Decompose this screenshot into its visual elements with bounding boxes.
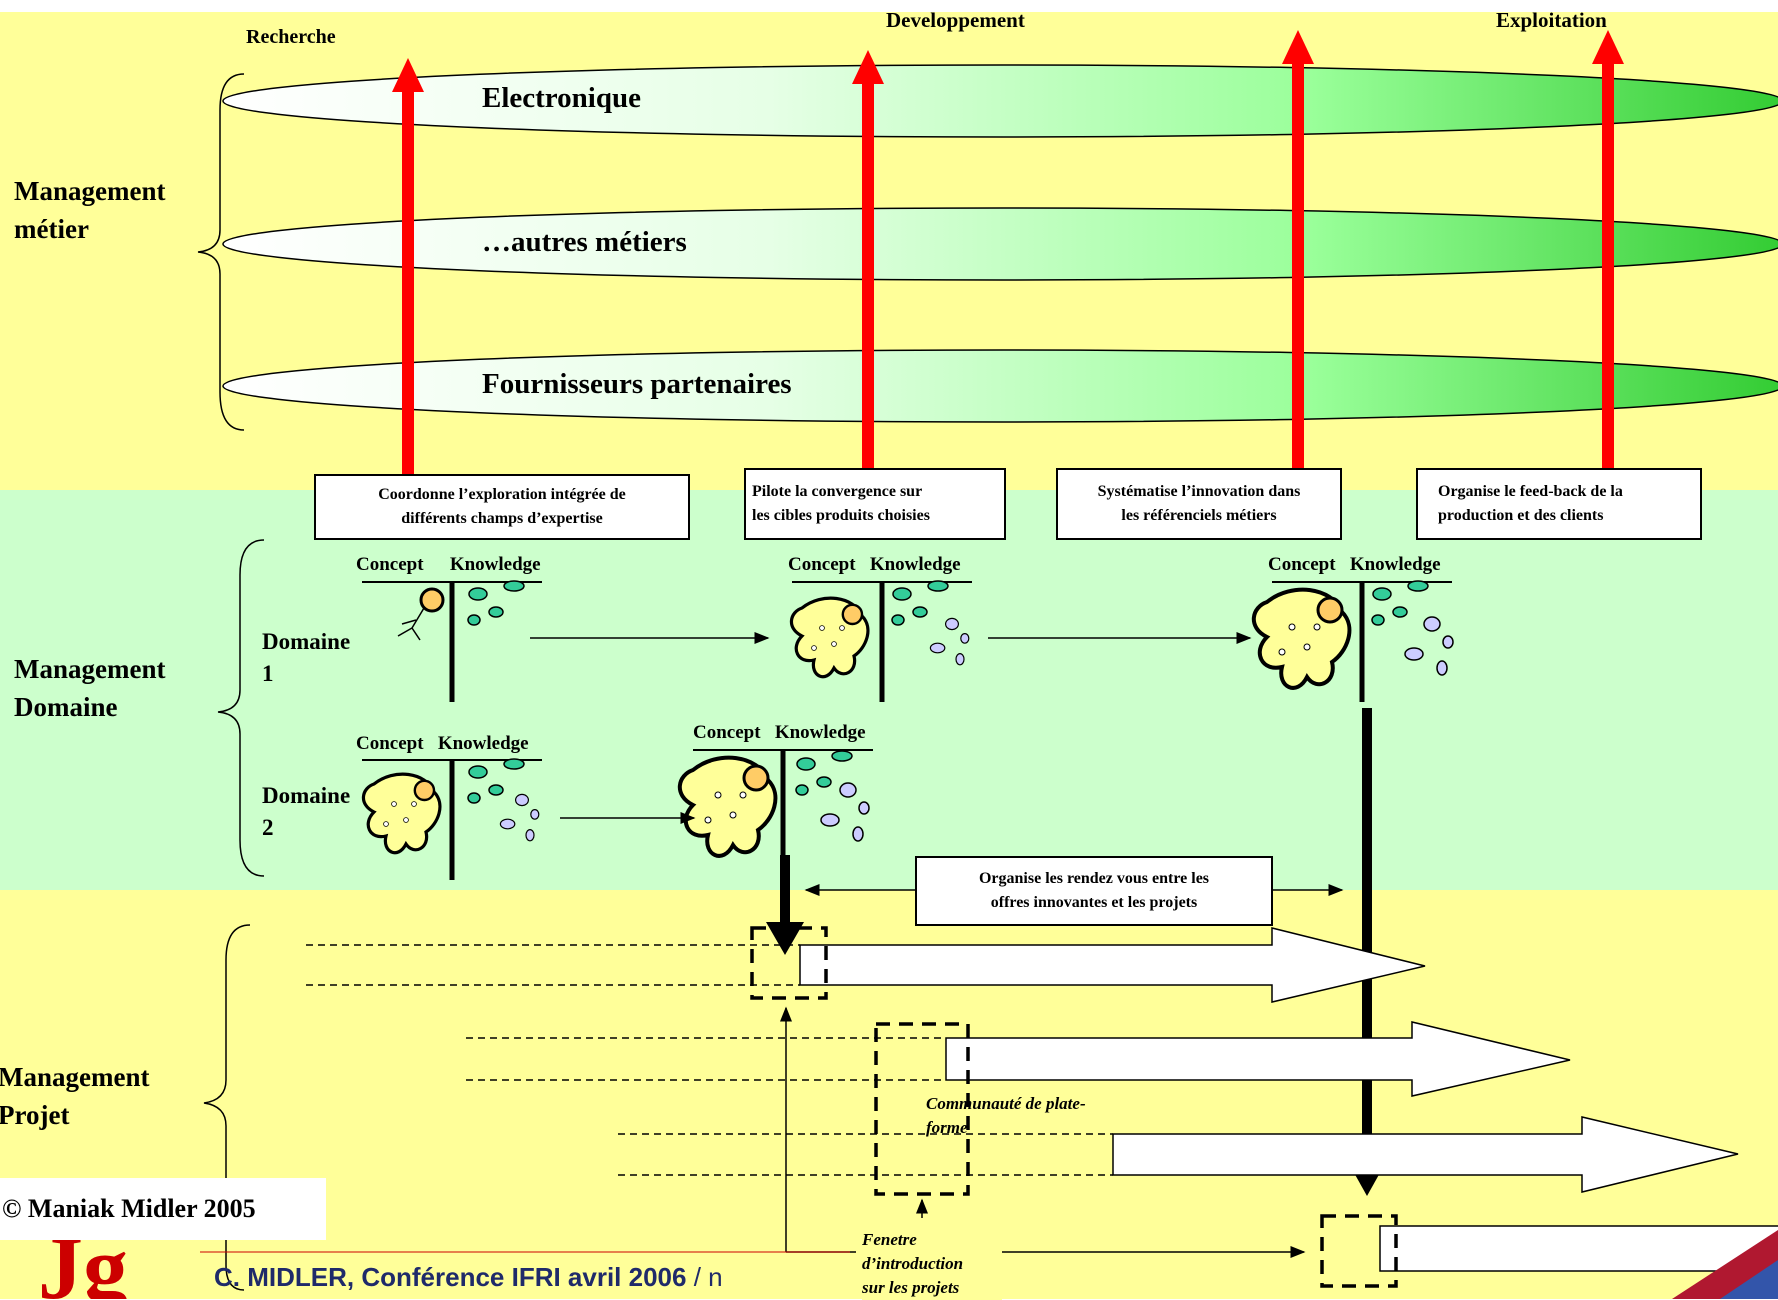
window-1 [750,926,828,1000]
copyright-label: © Maniak Midler 2005 [0,1178,326,1240]
ck-d1-a-concept [397,587,445,641]
ck-d2-a-header: Concept Knowledge [356,733,529,754]
community-label: Communauté de plate-forme [926,1094,1086,1137]
project-arrows [799,927,1778,1272]
trade-label-electronique: Electronique [482,82,641,114]
window-2 [1320,1214,1398,1288]
ck-d1-c-header: Concept Knowledge [1268,554,1441,575]
ck-d1-a-header: Concept Knowledge [356,554,541,575]
brace-domaine [217,539,265,877]
brace-projet [203,924,251,1291]
brace-metier [197,73,245,431]
dashed-leads [306,944,1113,1176]
phase-research: Recherche [246,26,336,48]
ck-d1-b-header: Concept Knowledge [788,554,961,575]
trade-ellipse-fournisseurs [222,349,1778,423]
footer-caption: C. MIDLER, Conférence IFRI avril 2006 / … [214,1262,723,1292]
trade-label-fournisseurs: Fournisseurs partenaires [482,368,792,400]
community-window [874,1022,970,1196]
phase-development: Developpement [886,8,1025,32]
red-arrows [392,30,1624,540]
thick-arrow-d2 [766,922,804,955]
ck-d2-b-header: Concept Knowledge [693,722,866,743]
trade-ellipse-autres [222,207,1778,281]
trade-label-autres: …autres métiers [482,226,687,258]
phase-exploitation: Exploitation [1496,8,1607,32]
ck-d1-a [362,582,542,702]
trade-ellipse-electronique [222,64,1778,138]
domaine-band [0,490,1778,890]
